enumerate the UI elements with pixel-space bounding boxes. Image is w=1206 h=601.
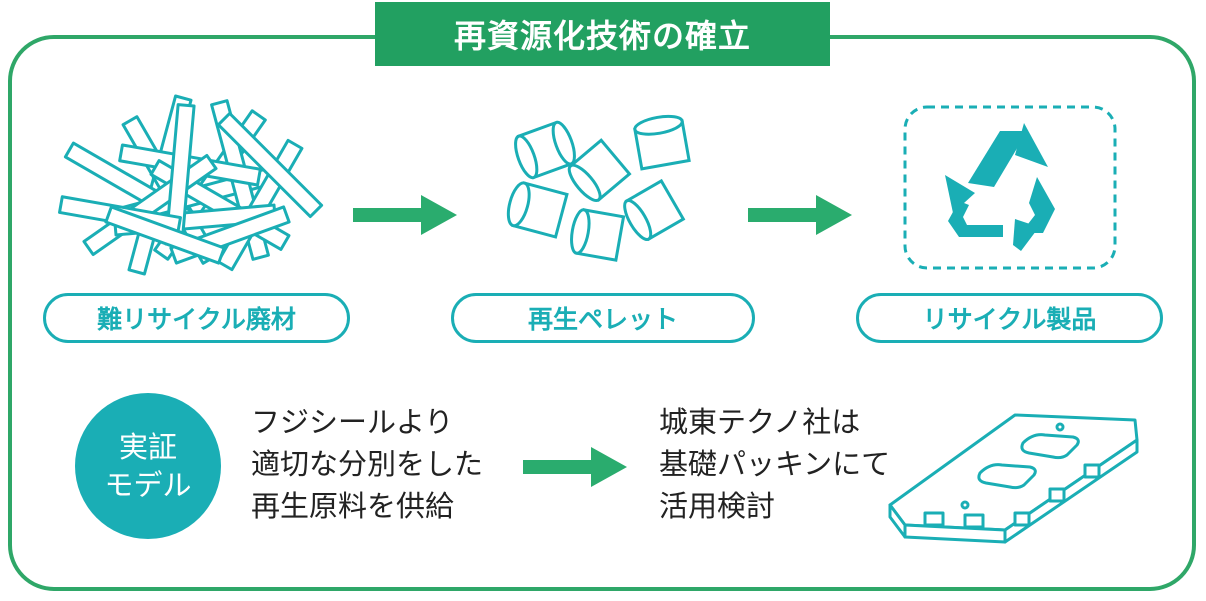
fuji-line-3: 再生原料を供給 xyxy=(251,489,455,523)
joto-line-2: 基礎パッキンにて xyxy=(659,447,891,481)
model-line-2: モデル xyxy=(104,468,192,502)
joto-line-1: 城東テクノ社は xyxy=(659,405,861,439)
pellets-icon xyxy=(506,114,691,262)
scrap-material-icon xyxy=(58,94,324,276)
label-scrap-material: 難リサイクル廃材 xyxy=(43,293,350,343)
title: 再資源化技術の確立 xyxy=(375,2,830,66)
fuji-seal-description: フジシールより 適切な分別をした 再生原料を供給 xyxy=(251,401,483,527)
arrow-right-icon xyxy=(748,195,852,235)
joto-techno-description: 城東テクノ社は 基礎パッキンにて 活用検討 xyxy=(659,401,890,527)
fuji-line-2: 適切な分別をした xyxy=(251,447,484,481)
demonstration-model-badge: 実証 モデル xyxy=(75,393,221,539)
label-recycled-pellets: 再生ペレット xyxy=(451,293,755,343)
model-line-1: 実証 xyxy=(118,430,177,464)
recycle-icon xyxy=(903,105,1117,270)
arrow-right-icon xyxy=(353,195,457,235)
joto-line-3: 活用検討 xyxy=(659,489,776,523)
foundation-packing-icon xyxy=(888,413,1139,544)
fuji-line-1: フジシールより xyxy=(251,405,454,439)
arrow-right-icon xyxy=(523,447,627,487)
label-recycled-products: リサイクル製品 xyxy=(856,293,1163,343)
